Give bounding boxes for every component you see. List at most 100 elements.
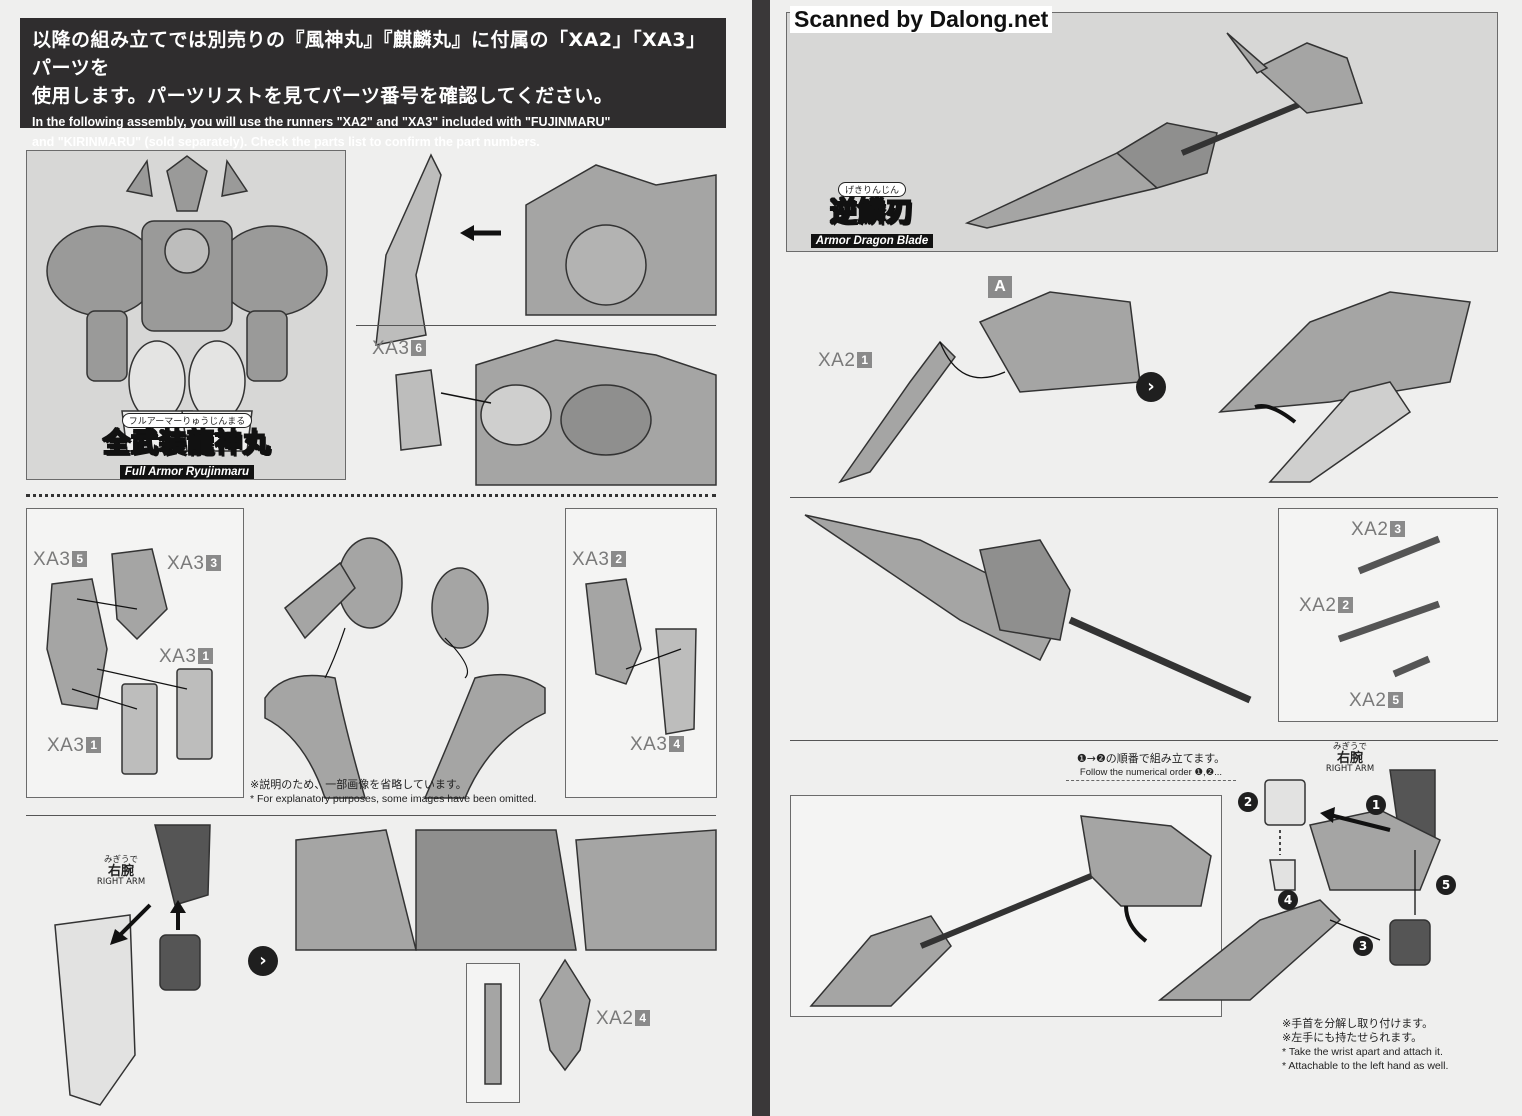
omit-note-ja: ※説明のため、一部画像を省略しています。 [250, 778, 467, 791]
ryujinmaru-figure [46, 155, 328, 452]
ryujinmaru-ruby: フルアーマーりゅうじんまる [121, 413, 253, 428]
watermark: Scanned by Dalong.net [790, 6, 1053, 33]
next-step-arrow: › [248, 946, 278, 976]
step3-detail-illustration [809, 815, 1212, 1007]
ryujinmaru-en: Full Armor Ryujinmaru [119, 465, 255, 479]
page-gutter [752, 0, 770, 1116]
right-arm-kanji: 右腕 [1336, 751, 1363, 766]
part-code: XA3 [159, 646, 197, 667]
right-arm-label: みぎうで 右腕 RIGHT ARM [96, 855, 146, 888]
step3-arms-assembly-illustration [264, 537, 546, 799]
step-number-3: 3 [1353, 936, 1373, 956]
part-code: XA2 [818, 350, 856, 371]
step4-blade-part [539, 958, 591, 1072]
banner-en-line-2: and "KIRINMARU" (sold separately). Check… [32, 135, 540, 149]
part-number: 2 [1338, 597, 1354, 613]
part-number: 4 [635, 1010, 651, 1026]
step2-parts-illustration [1337, 535, 1441, 678]
order-note: ❶→❷の順番で組み立てます。 Follow the numerical orde… [1066, 752, 1236, 781]
right-arm-ruby: みぎうで [1332, 742, 1367, 752]
order-note-en: Follow the numerical order ❶,❷... [1079, 767, 1223, 778]
part-code: XA3 [33, 549, 71, 570]
step1-label-a: A [988, 276, 1012, 298]
wrist-note-en-2: * Attachable to the left hand as well. [1282, 1060, 1449, 1072]
step-number-4: 4 [1278, 890, 1298, 910]
omit-note: ※説明のため、一部画像を省略しています。 * For explanatory p… [250, 778, 570, 806]
wrist-note: ※手首を分解し取り付けます。 ※左手にも持たせられます。 * Take the … [1282, 1017, 1520, 1073]
dotted-section-divider [26, 494, 716, 497]
banner-en-line-1: In the following assembly, you will use … [32, 115, 611, 129]
part-code: XA2 [1299, 595, 1337, 616]
part-number: 5 [72, 551, 88, 567]
hero-panel-armor-dragon-blade: げきりんじん 逆鱗刃 Armor Dragon Blade [786, 12, 1498, 252]
right-arm-ruby: みぎうで [103, 855, 138, 865]
part-number: 2 [611, 551, 627, 567]
right-arm-en: RIGHT ARM [96, 877, 146, 887]
right-arm-label: みぎうで 右腕 RIGHT ARM [1320, 742, 1380, 775]
part-number: 4 [669, 736, 685, 752]
part-code: XA3 [630, 734, 668, 755]
step3-hand-assembly-illustration [1157, 769, 1441, 1001]
wrist-note-en-1: * Take the wrist apart and attach it. [1282, 1046, 1443, 1058]
step4-body-illustration [295, 829, 717, 951]
step-number-2: 2 [1238, 792, 1258, 812]
right-arm-en: RIGHT ARM [1325, 764, 1375, 774]
part-code: XA3 [372, 338, 410, 359]
step1-shoulder-illustration [375, 153, 717, 346]
step4-part-panel [466, 963, 520, 1103]
hero-panel-ryujinmaru: フルアーマーりゅうじんまる 全武装龍神丸 Full Armor Ryujinma… [26, 150, 346, 480]
divider [356, 325, 716, 326]
wrist-note-ja-1: ※手首を分解し取り付けます。 [1282, 1017, 1434, 1030]
header-banner: 以降の組み立てでは別売りの『風神丸』『麒麟丸』に付属の「XA2」「XA3」パーツ… [20, 18, 726, 149]
right-arm-kanji: 右腕 [107, 864, 134, 879]
step4-right-arm-illustration [54, 824, 211, 1106]
part-code: XA3 [167, 553, 205, 574]
step2-chest-illustration [395, 339, 717, 486]
ryujinmaru-kanji: 全武装龍神丸 [102, 427, 271, 460]
blade-ruby: げきりんじん [837, 182, 906, 197]
armor-dragon-blade-illustration [964, 32, 1363, 229]
order-note-ja: ❶→❷の順番で組み立てます。 [1076, 752, 1226, 765]
part-number: 3 [206, 555, 222, 571]
part-code: XA2 [1349, 690, 1387, 711]
part-number: 6 [411, 340, 427, 356]
part-code: XA2 [1351, 519, 1389, 540]
part-code: XA3 [47, 735, 85, 756]
divider [26, 815, 716, 816]
part-number: 1 [198, 648, 214, 664]
blade-kanji: 逆鱗刃 [829, 196, 914, 229]
step3-detail-panel [790, 795, 1222, 1017]
step3-right-parts-illustration [585, 578, 697, 735]
blade-name-plate: げきりんじん 逆鱗刃 Armor Dragon Blade [797, 178, 947, 248]
blade-en: Armor Dragon Blade [810, 234, 934, 248]
step-number-1: 1 [1366, 795, 1386, 815]
part-code: XA3 [572, 549, 610, 570]
step3-left-parts-illustration [46, 548, 213, 775]
part-number: 1 [86, 737, 102, 753]
banner-ja-line-1: 以降の組み立てでは別売りの『風神丸』『麒麟丸』に付属の「XA2」「XA3」パーツ… [32, 29, 706, 79]
step2-handle-illustration [804, 514, 1252, 704]
omit-note-en: * For explanatory purposes, some images … [250, 793, 537, 805]
banner-ja-line-2: 使用します。パーツリストを見てパーツ番号を確認してください。 [32, 85, 614, 107]
divider [790, 497, 1498, 498]
part-code: XA2 [596, 1008, 634, 1029]
next-step-arrow: › [1136, 372, 1166, 402]
part-number: 1 [857, 352, 873, 368]
divider [790, 740, 1498, 741]
